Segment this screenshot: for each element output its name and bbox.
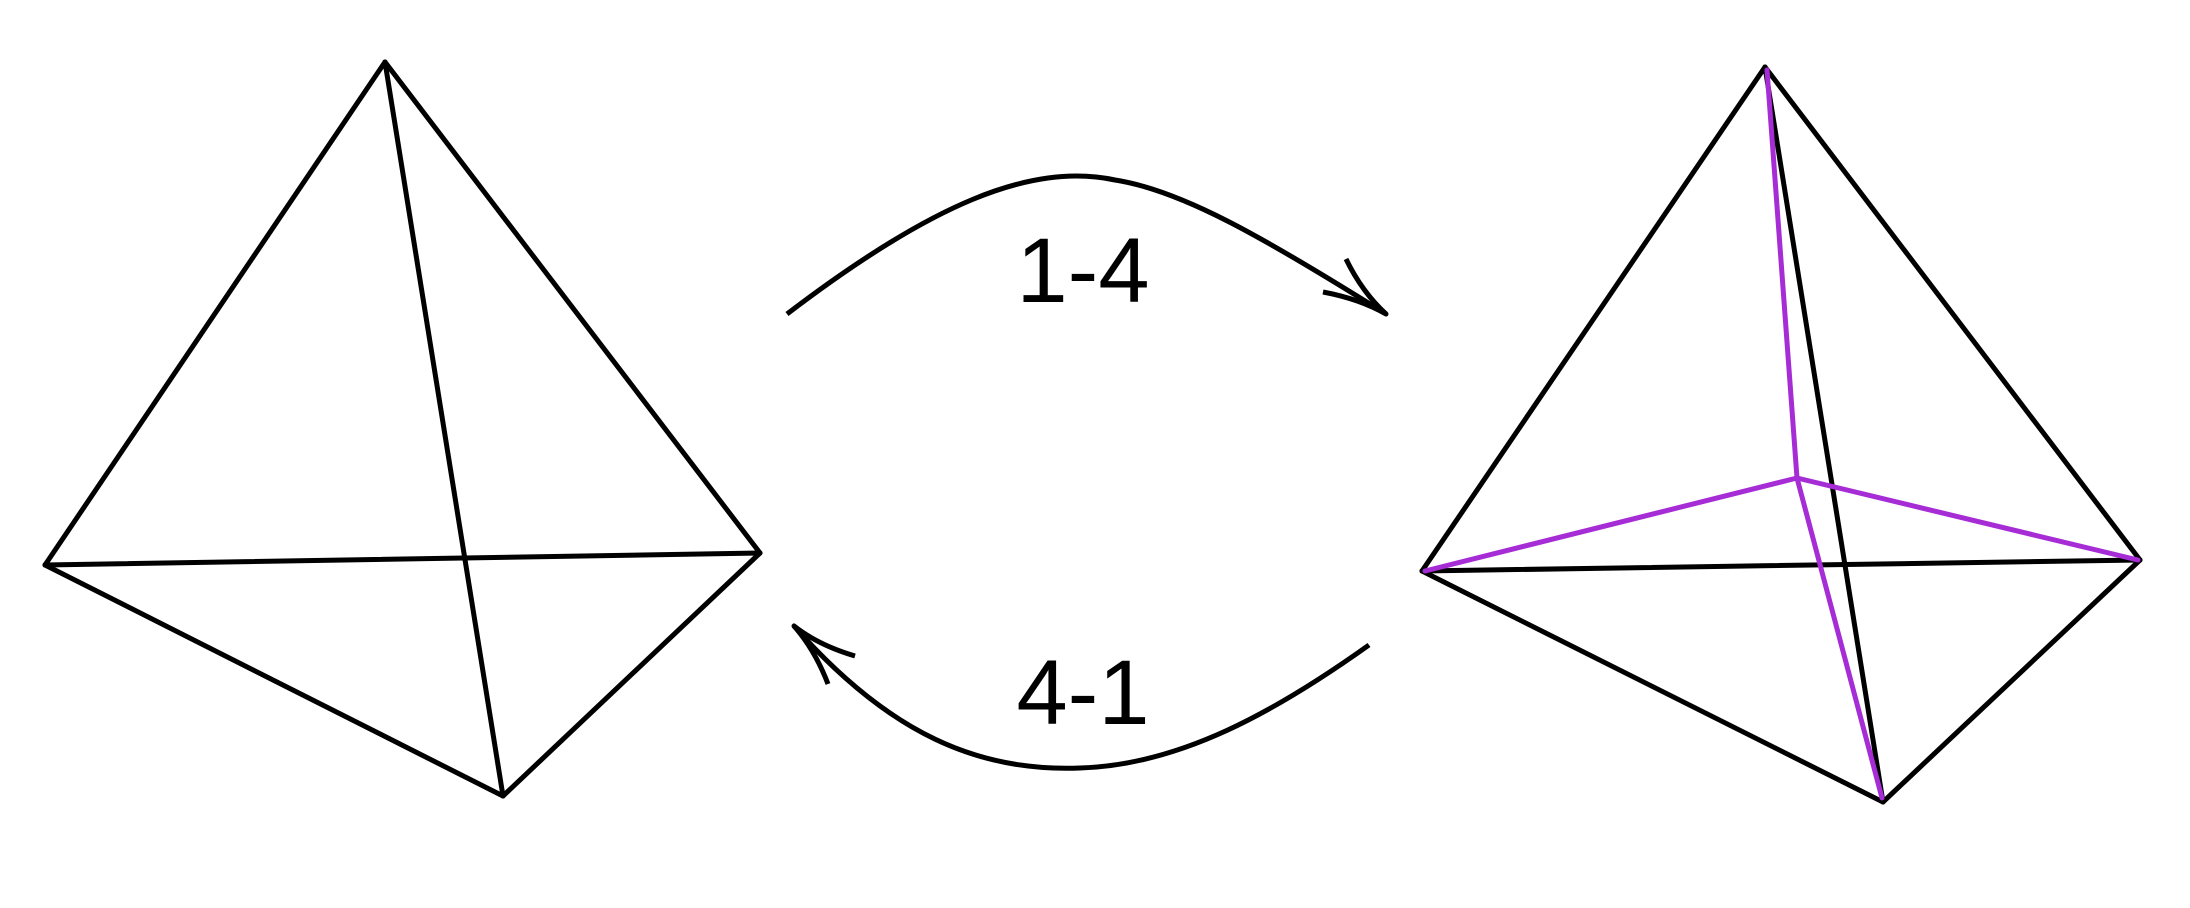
edge-right-right-to-bottom: [1880, 557, 2143, 805]
tetrahedron-right-new-edges: [1422, 67, 2141, 801]
forward-arrow: [785, 173, 1389, 317]
edge-left-left-to-bottom: [42, 562, 506, 799]
backward-move-label: 4-1: [1017, 642, 1150, 744]
edge-right-apex-to-right: [1762, 64, 2143, 563]
new-edge-center-to-apex: [1764, 67, 1800, 481]
forward-arrowhead-icon: [1322, 257, 1389, 317]
backward-arrow-curve: [792, 624, 1371, 771]
new-edge-center-to-bottom: [1794, 475, 1885, 801]
edge-left-apex-to-right: [382, 59, 763, 556]
edge-left-apex-to-bottom: [382, 59, 506, 799]
forward-arrow-curve: [785, 173, 1388, 317]
edge-right-apex-to-left: [1419, 64, 1768, 574]
tetrahedron-right: [1419, 64, 2143, 805]
edge-right-left-to-bottom: [1419, 568, 1886, 805]
tetrahedron-left: [42, 59, 763, 799]
new-edge-center-to-right: [1794, 475, 2141, 563]
edge-right-left-to-right: [1419, 557, 2143, 574]
edge-left-left-to-right: [42, 550, 763, 568]
tetrahedron-right-outer-edges: [1419, 64, 2143, 805]
forward-move-label: 1-4: [1017, 220, 1150, 322]
new-edge-center-to-left: [1422, 475, 1800, 574]
edge-left-apex-to-left: [42, 59, 388, 568]
backward-arrowhead-icon: [791, 623, 856, 685]
edge-left-right-to-bottom: [500, 550, 763, 799]
edge-right-apex-to-bottom: [1762, 64, 1886, 805]
backward-arrow: [791, 623, 1371, 771]
